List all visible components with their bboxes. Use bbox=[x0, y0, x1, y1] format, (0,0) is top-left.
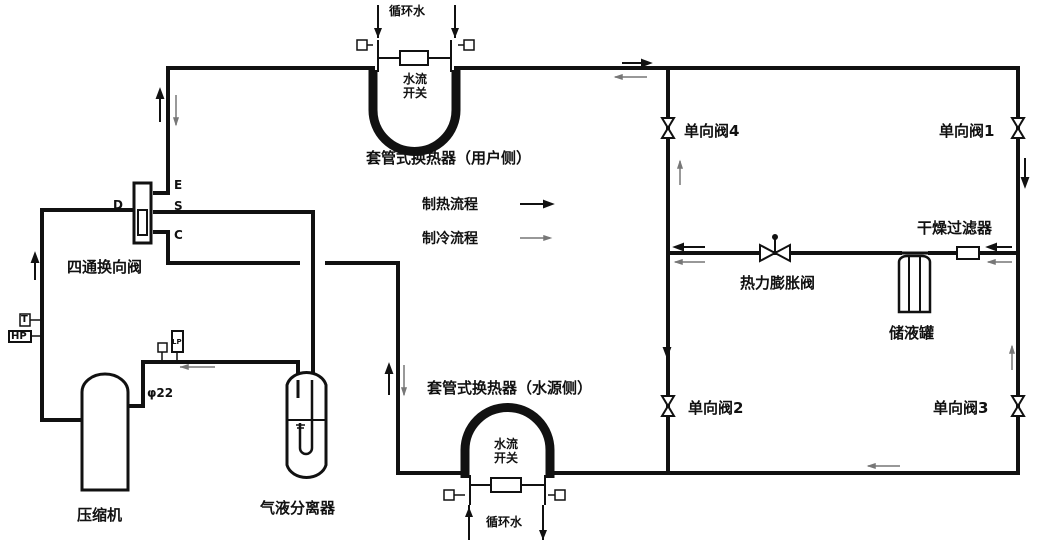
pipe-comp-out bbox=[126, 360, 300, 408]
water-in-arrow-bottom bbox=[465, 507, 473, 517]
user-side-heat-exchanger bbox=[356, 5, 475, 156]
water-out-arrow-bottom bbox=[539, 530, 547, 540]
receiver-symbol bbox=[897, 251, 932, 314]
pipe-c bbox=[153, 230, 300, 265]
circ-water-top-label: 循环水 bbox=[389, 4, 426, 18]
legend-heating-label: 制热流程 bbox=[422, 197, 478, 213]
water-switch-top-box bbox=[399, 50, 429, 66]
separator-symbol bbox=[285, 371, 328, 479]
pipe-d-discharge bbox=[40, 208, 137, 422]
water-switch-bottom-label: 水流开关 bbox=[493, 437, 518, 465]
heating-arrows bbox=[30, 58, 1030, 395]
pipe-c2 bbox=[325, 261, 467, 475]
water-switch-top-label: 水流开关 bbox=[402, 72, 427, 100]
port-e: E bbox=[174, 178, 183, 192]
four-way-valve-symbol bbox=[132, 181, 153, 245]
dryer-filter-symbol bbox=[956, 246, 980, 260]
sensor-hp-label: HP bbox=[11, 331, 27, 342]
sensor-lp-label: LP bbox=[172, 338, 182, 346]
source-side-heat-exchanger bbox=[443, 403, 566, 540]
cooling-arrows bbox=[172, 73, 1016, 470]
user-side-hx-label: 套管式换热器（用户侧） bbox=[366, 149, 532, 167]
check-valve-3-symbol bbox=[1010, 395, 1026, 417]
check-valve-1-label: 单向阀1 bbox=[939, 122, 995, 140]
sensor-t-bottom-right bbox=[554, 489, 566, 501]
receiver-label: 储液罐 bbox=[889, 324, 935, 342]
water-in-arrow-top bbox=[374, 28, 382, 38]
sensor-t-label: T bbox=[21, 314, 28, 325]
pipe-e-riser bbox=[153, 66, 170, 195]
check-valve-2-label: 单向阀2 bbox=[688, 399, 744, 417]
separator-label: 气液分离器 bbox=[260, 499, 336, 517]
sensor-t-top-left bbox=[356, 39, 368, 51]
four-way-valve-label: 四通换向阀 bbox=[67, 258, 143, 276]
check-valve-2-symbol bbox=[660, 395, 676, 417]
pipe-s-suction bbox=[153, 210, 315, 382]
sensor-t-top-right bbox=[463, 39, 475, 51]
check-valve-4-label: 单向阀4 bbox=[684, 122, 740, 140]
compressor-label: 压缩机 bbox=[77, 506, 123, 524]
port-d: D bbox=[113, 198, 123, 212]
water-out-arrow-top bbox=[451, 28, 459, 38]
water-switch-bottom-box bbox=[490, 477, 522, 493]
pipe-size-label: φ22 bbox=[147, 386, 174, 400]
check-valve-3-label: 单向阀3 bbox=[933, 399, 989, 417]
check-valve-4-symbol bbox=[660, 117, 676, 139]
legend-cooling-label: 制冷流程 bbox=[422, 231, 478, 247]
sensors-suction bbox=[157, 330, 184, 362]
port-c: C bbox=[174, 228, 183, 242]
expansion-valve-symbol bbox=[759, 234, 791, 263]
expansion-valve-label: 热力膨胀阀 bbox=[740, 274, 816, 292]
sensors-left bbox=[8, 313, 42, 343]
check-valve-1-symbol bbox=[1010, 117, 1026, 139]
circ-water-bottom-label: 循环水 bbox=[486, 515, 523, 529]
port-s: S bbox=[174, 199, 183, 213]
dryer-filter-label: 干燥过滤器 bbox=[917, 219, 993, 237]
sensor-t-bottom-left bbox=[443, 489, 455, 501]
source-side-hx-label: 套管式换热器（水源侧） bbox=[427, 379, 593, 397]
compressor-symbol bbox=[80, 372, 130, 492]
